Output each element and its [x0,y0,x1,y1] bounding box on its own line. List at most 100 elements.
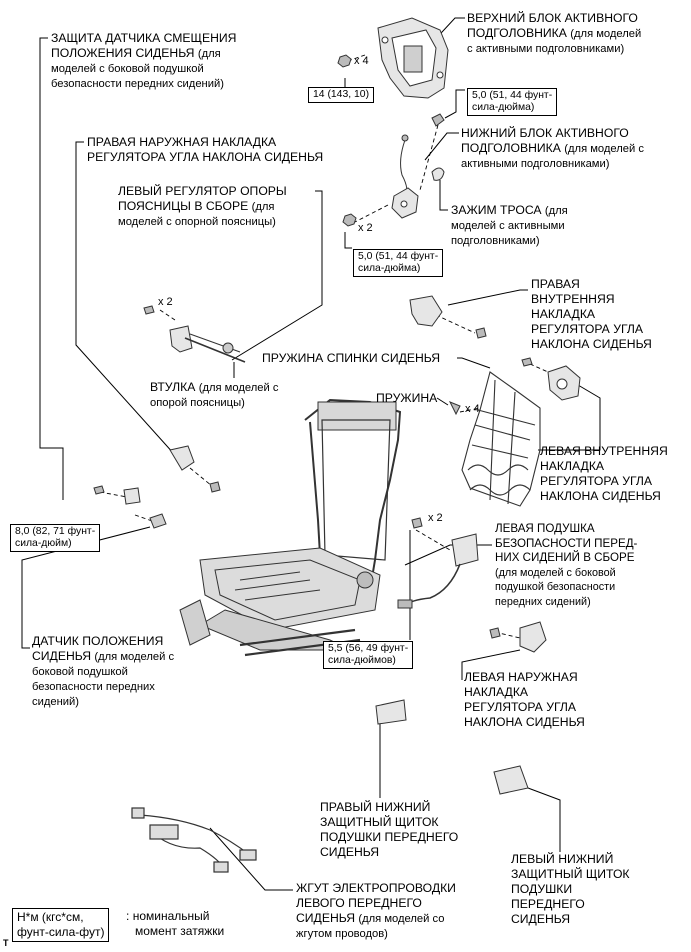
label-note: (для [197,48,221,60]
label-note: с активными подголовниками) [467,43,625,55]
label-title: ПОДГОЛОВНИКА [467,26,567,40]
spring-clip [448,401,461,416]
lumbar-support-assembly [143,305,246,363]
label-note: подушкой безопасности [495,581,616,593]
label-title: ДАТЧИК ПОЛОЖЕНИЯ [32,634,164,648]
label-note: сидений) [32,696,79,708]
label-note: моделей с боковой подушкой [51,63,204,75]
qty-spring: x 4 [465,403,480,415]
torque-top-right: 5,0 (51, 44 фунт- сила-дюйма) [467,88,558,116]
label-left-side-airbag-assembly: ЛЕВАЯ ПОДУШКА БЕЗОПАСНОСТИ ПЕРЕД- НИХ СИ… [495,522,638,608]
leader-line [538,384,601,451]
leader-line [457,357,491,369]
leader-line [439,180,448,211]
label-bushing: ВТУЛКА (для моделей с опорой поясницы) [150,380,278,411]
label-note: (для моделей с боковой [495,566,616,579]
leader-line [519,784,561,852]
label-title: ПОДГОЛОВНИКА [461,141,561,155]
leader-line [447,289,528,306]
leader-line [404,544,492,566]
label-title: ЗАЖИМ ТРОСА [451,203,542,217]
install-line [159,309,176,321]
bushing [222,342,234,354]
seatback-spring [461,371,541,507]
torque-airbag: 5,5 (56, 49 фунт- сила-дюймов) [323,641,414,669]
label-note: моделей с активными [451,220,565,232]
label-note: (для моделей с [198,382,279,394]
wire-harness [131,807,257,873]
label-left-inner-recliner-cover: ЛЕВАЯ ВНУТРЕННЯЯ НАКЛАДКА РЕГУЛЯТОРА УГЛ… [540,444,668,503]
label-note: (для моделей с [564,143,644,155]
label-right-outer-recliner-cover: ПРАВАЯ НАРУЖНАЯ НАКЛАДКА РЕГУЛЯТОРА УГЛА… [87,135,324,164]
bolt [431,113,445,127]
install-line [99,491,128,498]
right-outer-recliner-cover [169,445,221,493]
legend-description: : номинальный момент затяжки [126,909,225,938]
label-note: (для моделей [570,28,642,40]
torque-seat-position-sensor: 8,0 (82, 71 фунт- сила-дюйм) [10,524,101,552]
label-note: моделей с опорной поясницы) [118,216,276,228]
qty-upper-headrest: x 4 [354,55,369,67]
install-line [435,314,476,334]
leader-line [444,89,465,119]
qty-airbag: x 2 [428,512,443,524]
install-line [494,631,521,639]
leader-line [344,232,352,249]
install-line [354,204,389,223]
label-note: подголовниками) [451,235,540,247]
label-note: опорой поясницы) [150,397,245,409]
label-note: (для [544,205,568,217]
nut [342,213,357,227]
label-note: жгутом проводов) [296,928,388,940]
label-seat-position-sensor: ДАТЧИК ПОЛОЖЕНИЯ СИДЕНЬЯ (для моделей с … [32,634,174,710]
label-title: СИДЕНЬЯ [32,649,91,663]
label-left-lumbar-support: ЛЕВЫЙ РЕГУЛЯТОР ОПОРЫ ПОЯСНИЦЫ В СБОРЕ (… [118,184,287,230]
label-title: ЗАЩИТА ДАТЧИКА СМЕЩЕНИЯ [51,31,237,45]
lower-active-headrest-unit [391,134,419,219]
legend-torque-unit-box: Н*м (кгс*см, фунт-сила-фут) [12,908,110,942]
label-title: ЛЕВОГО ПЕРЕДНЕГО [296,896,422,910]
right-lower-shield [375,699,407,725]
install-line [189,467,213,487]
label-seat-position-sensor-protector: ЗАЩИТА ДАТЧИКА СМЕЩЕНИЯ ПОЛОЖЕНИЯ СИДЕНЬ… [51,31,236,92]
corner-mark: T [3,938,9,948]
leader-lines [21,17,601,891]
label-upper-active-headrest-unit: ВЕРХНИЙ БЛОК АКТИВНОГО ПОДГОЛОВНИКА (для… [467,11,641,57]
label-title: ПОЯСНИЦЫ В СБОРЕ [118,199,249,213]
label-spring: ПРУЖИНА [376,391,438,405]
left-inner-recliner-cover [521,357,581,401]
label-note: безопасности передних [32,681,155,693]
left-outer-recliner-cover [489,621,547,653]
leader-line [231,190,323,361]
torque-lower-headrest: 5,0 (51, 44 фунт- сила-дюйма) [353,249,444,277]
nut [337,54,352,68]
label-title: ЛЕВЫЙ РЕГУЛЯТОР ОПОРЫ [118,184,287,198]
label-title: ВТУЛКА [150,380,196,394]
right-inner-recliner-cover [409,295,487,339]
leader-line [461,649,521,680]
label-note: боковой подушкой [32,666,128,678]
label-title: НИЖНИЙ БЛОК АКТИВНОГО [461,126,629,140]
label-left-outer-recliner-cover: ЛЕВАЯ НАРУЖНАЯ НАКЛАДКА РЕГУЛЯТОРА УГЛА … [464,670,585,729]
label-seatback-spring: ПРУЖИНА СПИНКИ СИДЕНЬЯ [262,351,441,365]
label-wire-harness: ЖГУТ ЭЛЕКТРОПРОВОДКИ ЛЕВОГО ПЕРЕДНЕГО СИ… [296,881,456,942]
leader-line [39,37,64,494]
label-left-lower-shield: ЛЕВЫЙ НИЖНИЙ ЗАЩИТНЫЙ ЩИТОК ПОДУШКИ ПЕРЕ… [511,852,630,926]
label-lower-active-headrest-unit: НИЖНИЙ БЛОК АКТИВНОГО ПОДГОЛОВНИКА (для … [461,126,644,172]
leader-line [209,827,293,891]
cable-clamp [431,167,445,181]
leader-line [424,132,459,161]
label-right-inner-recliner-cover: ПРАВАЯ ВНУТРЕННЯЯ НАКЛАДКА РЕГУЛЯТОРА УГ… [531,277,652,351]
label-title: ЖГУТ ЭЛЕКТРОПРОВОДКИ [296,881,456,895]
left-lower-shield [493,765,529,795]
left-side-airbag-assembly [397,517,479,609]
label-note: безопасности передних сидений) [51,78,224,90]
seat-position-sensor [149,513,167,529]
seat-frame [179,398,402,657]
leader-line [436,397,449,406]
label-note: активными подголовниками) [461,158,610,170]
label-note: (для моделей со [358,913,445,925]
install-line [459,407,481,413]
label-title: ПОЛОЖЕНИЯ СИДЕНЬЯ [51,46,195,60]
